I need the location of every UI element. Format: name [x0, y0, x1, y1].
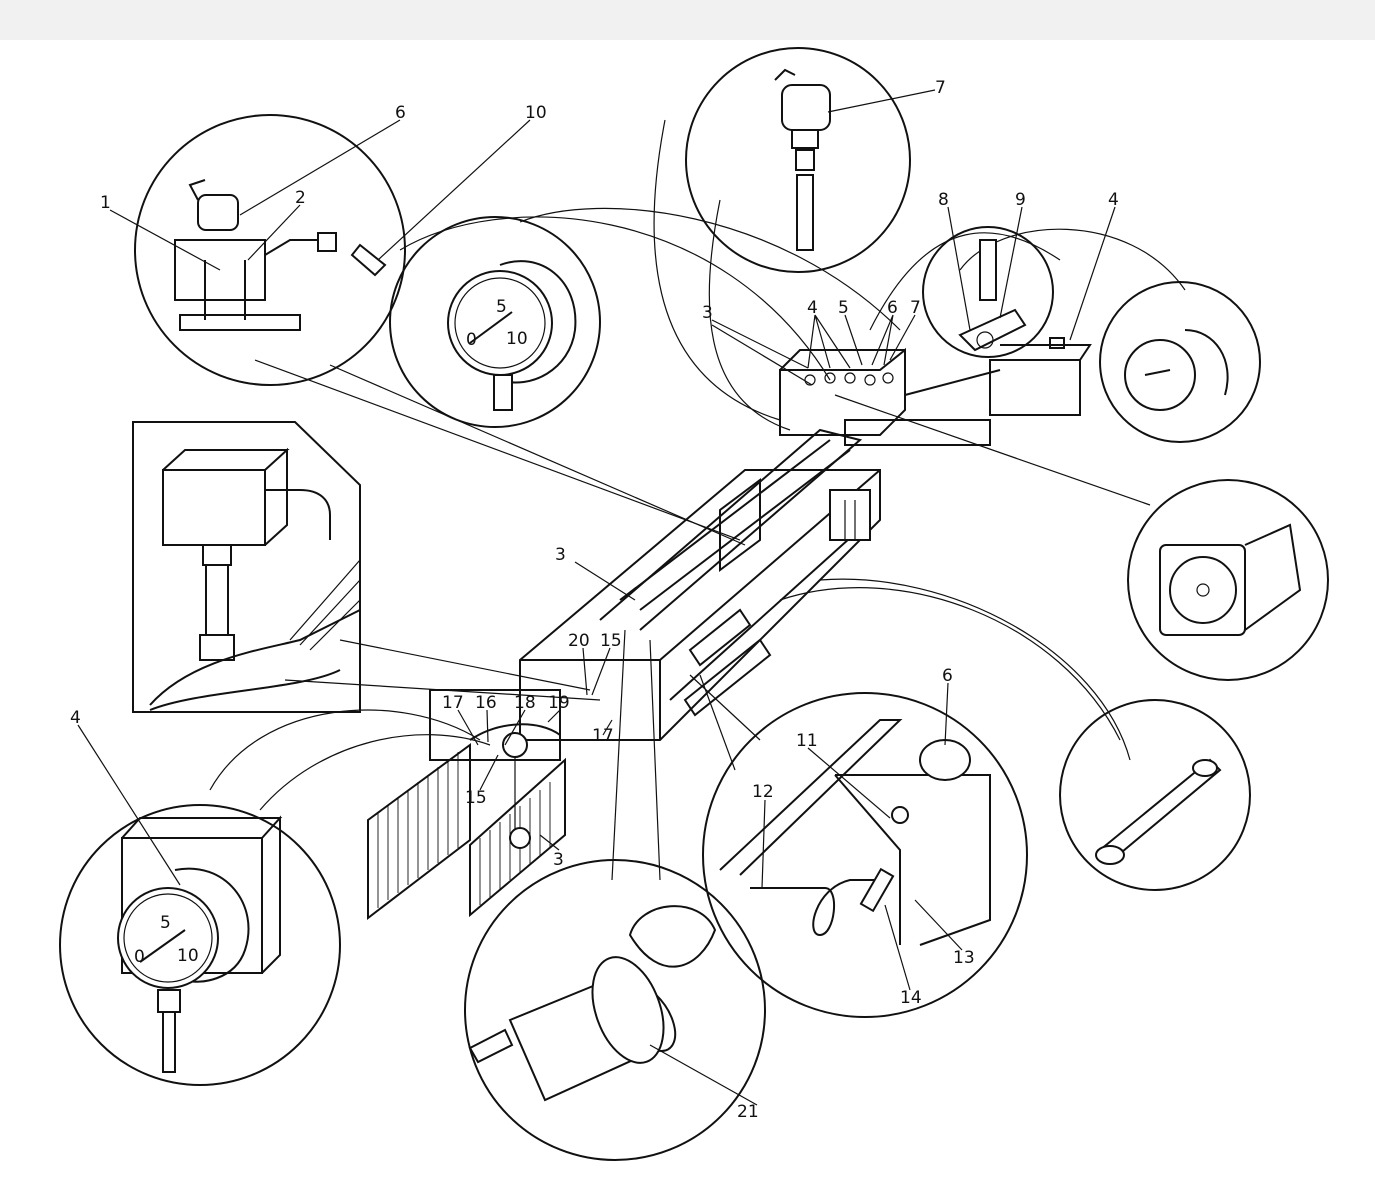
callout-3-block: 3 [702, 303, 713, 323]
callout-3-radiator: 3 [553, 850, 564, 870]
callout-17-right: 17 [592, 726, 614, 746]
callout-4-top-right: 4 [1108, 190, 1119, 210]
detail-circle-pressure-gauge-top: 5 0 10 [389, 216, 601, 428]
detail-circle-sensor-7 [685, 47, 911, 273]
radiator-assembly [367, 689, 566, 921]
callout-13: 13 [953, 948, 975, 968]
callout-7-block: 7 [910, 298, 921, 318]
callout-10-top: 10 [525, 103, 547, 123]
detail-circle-pressure-switch [134, 114, 406, 386]
callout-17-left: 17 [442, 693, 464, 713]
callout-11: 11 [796, 731, 818, 751]
detail-circle-pressure-gauge-left: 5 0 10 [59, 804, 341, 1086]
top-gauge-scale-0: 0 [466, 330, 477, 350]
callout-18: 18 [514, 693, 536, 713]
top-gauge-scale-10: 10 [506, 329, 528, 349]
left-gauge-scale-5: 5 [160, 913, 171, 933]
callout-12: 12 [752, 782, 774, 802]
callout-15-bottom: 15 [465, 788, 487, 808]
callout-7-top: 7 [935, 78, 946, 98]
main-machine-body [519, 428, 881, 741]
detail-circle-fitting [1059, 699, 1251, 891]
callout-9: 9 [1015, 190, 1026, 210]
detail-circle-tank-assembly [702, 692, 1028, 1018]
detail-inset-box-valve [132, 421, 361, 713]
callout-14: 14 [900, 988, 922, 1008]
callout-4-block: 4 [807, 298, 818, 318]
callout-19: 19 [548, 693, 570, 713]
callout-8: 8 [938, 190, 949, 210]
callout-2: 2 [295, 188, 306, 208]
callout-6-top-left: 6 [395, 103, 406, 123]
callout-3-machine: 3 [555, 545, 566, 565]
callout-6-block: 6 [887, 298, 898, 318]
left-gauge-scale-10: 10 [177, 946, 199, 966]
connector-lines [209, 119, 1186, 881]
left-gauge-scale-0: 0 [134, 947, 145, 967]
callout-5: 5 [838, 298, 849, 318]
top-margin-strip [0, 0, 1375, 40]
detail-circle-gauge-right-top [1099, 281, 1261, 443]
callout-1: 1 [100, 193, 111, 213]
callout-16: 16 [475, 693, 497, 713]
callout-4-left: 4 [70, 708, 81, 728]
callout-6-bottom: 6 [942, 666, 953, 686]
detail-circle-tachometer [1127, 479, 1329, 681]
detail-circle-motor-21 [464, 859, 766, 1161]
callout-15-top: 15 [600, 631, 622, 651]
callout-20: 20 [568, 631, 590, 651]
callout-leaders [77, 89, 1116, 1106]
detail-circle-valve-8-9 [922, 226, 1054, 358]
top-gauge-scale-5: 5 [496, 297, 507, 317]
callout-labels: 6 10 1 2 7 8 9 4 3 4 5 6 7 3 20 15 17 16… [70, 78, 1119, 1122]
callout-21: 21 [737, 1102, 759, 1122]
